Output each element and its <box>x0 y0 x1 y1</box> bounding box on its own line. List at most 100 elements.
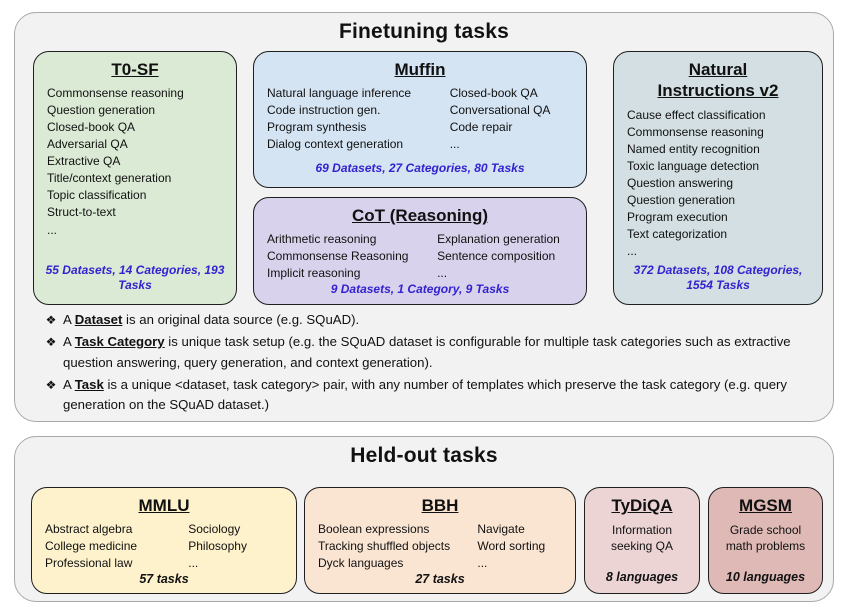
task-item: Dyck languages <box>318 556 404 571</box>
definition-text: A Task is a unique <dataset, task catego… <box>63 376 788 413</box>
task-item: Arithmetic reasoning <box>267 232 377 247</box>
task-item: Conversational QA <box>449 103 551 118</box>
task-item: Natural language inference <box>267 86 412 101</box>
task-item: Named entity recognition <box>627 141 760 156</box>
t0sf-title: T0-SF <box>111 60 159 79</box>
task-item: Topic classification <box>47 188 147 203</box>
task-item: ... <box>449 137 460 152</box>
bbh-title: BBH <box>421 496 459 515</box>
task-item: Dialog context generation <box>267 137 404 152</box>
task-item: ... <box>437 266 448 281</box>
task-item: Word sorting <box>477 539 546 554</box>
mgsm-description: Grade school math problems <box>725 523 806 554</box>
task-item: Closed-book QA <box>449 86 538 101</box>
definition-task: ❖ A Task is a unique <dataset, task cate… <box>39 375 821 417</box>
task-item: Sentence composition <box>437 249 556 264</box>
mmlu-stats: 57 tasks <box>139 572 189 587</box>
task-item: College medicine <box>45 539 138 554</box>
bbh-stats: 27 tasks <box>415 572 465 587</box>
task-item: Title/context generation <box>47 171 172 186</box>
task-item: Professional law <box>45 556 133 571</box>
task-item: Adversarial QA <box>47 137 128 152</box>
task-item: Closed-book QA <box>47 120 136 135</box>
cot-title: CoT (Reasoning) <box>352 206 488 225</box>
task-item: Abstract algebra <box>45 522 133 537</box>
task-item: ... <box>627 243 638 258</box>
finetuning-tasks-panel: Finetuning tasks T0-SF Commonsense reaso… <box>14 12 834 422</box>
task-item: Text categorization <box>627 226 728 241</box>
t0sf-stats: 55 Datasets, 14 Categories, 193 Tasks <box>45 262 225 293</box>
task-item: Commonsense reasoning <box>47 86 184 101</box>
tydiqa-box: TyDiQA Information seeking QA 8 language… <box>584 487 700 594</box>
task-item: Program synthesis <box>267 120 367 135</box>
task-item: Program execution <box>627 209 728 224</box>
definitions-list: ❖ A Dataset is an original data source (… <box>39 310 821 417</box>
muffin-task-col2: Closed-book QA Conversational QA Code repa… <box>450 85 582 153</box>
task-item: ... <box>47 222 58 237</box>
mgsm-title: MGSM <box>739 496 792 515</box>
natural-instructions-v2-box: Natural Instructions v2 Cause effect cla… <box>613 51 823 305</box>
definition-text: A Task Category is unique task setup (e.… <box>63 333 791 370</box>
heldout-panel-title: Held-out tasks <box>350 444 498 467</box>
task-item: Question generation <box>627 192 736 207</box>
task-item: ... <box>477 556 488 571</box>
diamond-bullet-icon: ❖ <box>45 313 57 327</box>
mgsm-stats: 10 languages <box>725 570 806 584</box>
task-item: Navigate <box>477 522 525 537</box>
definition-term: Dataset <box>74 312 123 327</box>
task-item: Extractive QA <box>47 154 121 169</box>
muffin-stats: 69 Datasets, 27 Categories, 80 Tasks <box>315 161 525 176</box>
niv2-stats: 372 Datasets, 108 Categories, 1554 Tasks <box>633 262 803 293</box>
task-item: Code repair <box>449 120 513 135</box>
task-item: Commonsense reasoning <box>627 124 764 139</box>
task-item: Struct-to-text <box>47 205 116 220</box>
task-item: Question generation <box>47 103 156 118</box>
tydiqa-title: TyDiQA <box>611 496 673 515</box>
diamond-bullet-icon: ❖ <box>45 334 57 349</box>
task-item: Code instruction gen. <box>267 103 381 118</box>
mgsm-box: MGSM Grade school math problems 10 langu… <box>708 487 823 594</box>
task-item: Question answering <box>627 175 734 190</box>
task-item: ... <box>188 556 199 571</box>
diamond-bullet-icon: ❖ <box>45 377 57 392</box>
niv2-title: Natural Instructions v2 <box>657 60 779 101</box>
task-item: Explanation generation <box>437 232 560 247</box>
task-item: Tracking shuffled objects <box>318 539 451 554</box>
task-item: Commonsense Reasoning <box>267 249 409 264</box>
task-item: Implicit reasoning <box>267 266 361 281</box>
task-item: Sociology <box>188 522 241 537</box>
mmlu-title: MMLU <box>138 496 190 515</box>
task-item: Cause effect classification <box>627 107 766 122</box>
tydiqa-description: Information seeking QA <box>610 523 674 554</box>
definition-term: Task <box>74 376 104 392</box>
tydiqa-stats: 8 languages <box>605 570 679 584</box>
muffin-title: Muffin <box>394 60 446 79</box>
cot-stats: 9 Datasets, 1 Category, 9 Tasks <box>330 282 510 297</box>
finetuning-panel-title: Finetuning tasks <box>338 20 510 43</box>
definition-text: A Dataset is an original data source (e.… <box>63 312 360 327</box>
definition-dataset: ❖ A Dataset is an original data source (… <box>39 310 821 331</box>
task-item: Boolean expressions <box>318 522 430 537</box>
task-item: Toxic language detection <box>627 158 760 173</box>
definition-term: Task Category <box>74 333 165 349</box>
task-item: Philosophy <box>188 539 247 554</box>
